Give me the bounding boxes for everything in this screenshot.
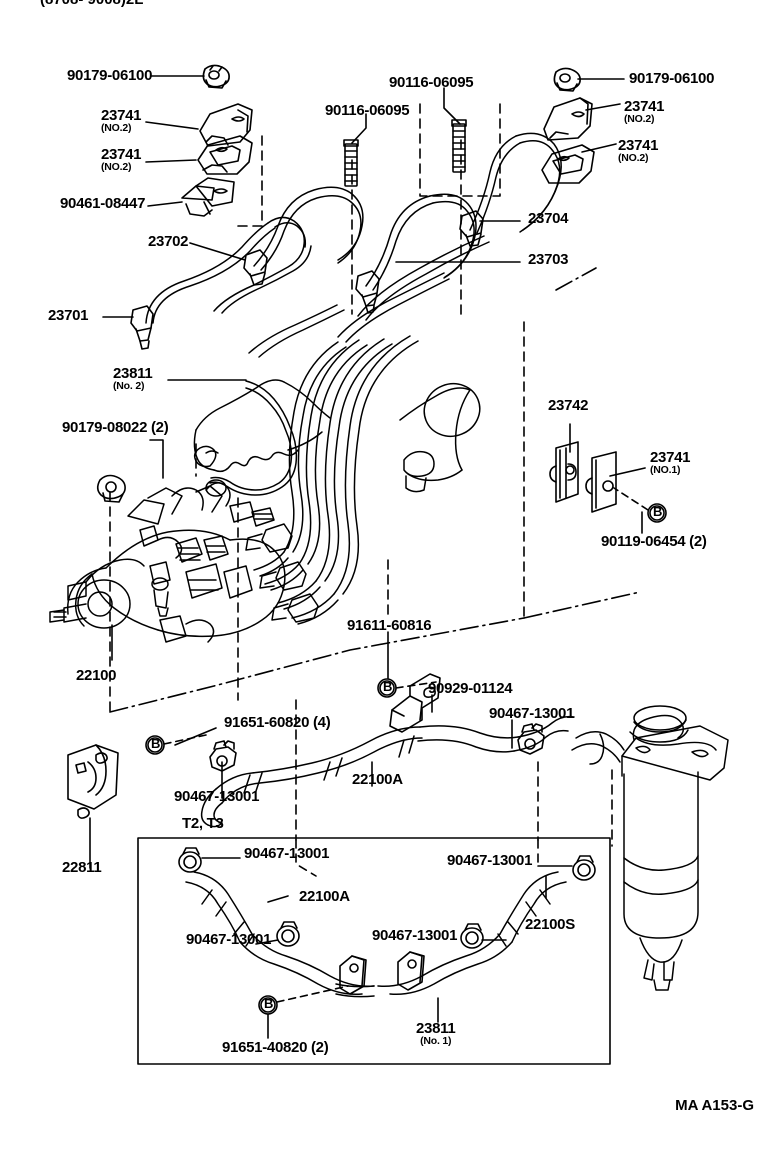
diagram-title-code: (8708- 9008)2L <box>40 0 143 8</box>
part-clamp-23741-a-right <box>543 97 593 141</box>
leader-lines-pipes <box>102 220 521 318</box>
label-91651-60820: 91651-60820 (4) <box>224 714 331 731</box>
callout-letter-b-1: B <box>653 504 663 519</box>
clip-90467-main-right <box>517 723 545 755</box>
part-clamp-23741-no1 <box>585 451 617 513</box>
label-23811-no1: 23811 (No. 1) <box>416 1020 456 1048</box>
label-90467-13001-main-right: 90467-13001 <box>489 705 575 722</box>
leader-lines-bolt-90116 <box>351 87 461 144</box>
inset-hose-22100a <box>185 871 375 996</box>
leader-lines-misc <box>89 379 646 869</box>
leader-lines-top-left <box>145 75 205 207</box>
label-22100: 22100 <box>76 667 117 684</box>
part-bolt-90461-08447 <box>181 177 235 217</box>
label-91611-60816: 91611-60816 <box>347 617 432 634</box>
label-23703: 23703 <box>528 251 569 268</box>
inset-title-t2-t3: T2, T3 <box>182 815 224 832</box>
inset-hose-23811-no1 <box>335 983 375 998</box>
label-22100a-inset: 22100A <box>299 888 350 905</box>
inset-clip-mr <box>460 923 484 949</box>
part-bolt-90116-left <box>343 139 359 187</box>
part-clamp-23741-b-left <box>197 135 253 175</box>
callout-letter-b-3: B <box>151 736 161 751</box>
label-23704: 23704 <box>528 210 569 227</box>
part-nut-90179-08022 <box>96 474 126 503</box>
hose-23811-no2 <box>193 380 298 496</box>
label-90179-06100-right: 90179-06100 <box>629 70 715 87</box>
callout-marker-b-1 <box>647 503 667 523</box>
part-clamp-23741-a-left <box>199 103 253 147</box>
label-90116-06095-right: 90116-06095 <box>389 74 474 91</box>
label-90467-13001-main-left: 90467-13001 <box>174 788 260 805</box>
label-23702: 23702 <box>148 233 189 250</box>
callout-dashed-leaders <box>163 487 649 1003</box>
label-90467-13001-inset-ml: 90467-13001 <box>186 931 272 948</box>
label-23741-no1: 23741 (NO.1) <box>650 449 691 477</box>
fitting-23702 <box>243 249 268 286</box>
label-90179-06100-left: 90179-06100 <box>67 67 153 84</box>
fitting-23703 <box>355 270 380 314</box>
label-22811: 22811 <box>62 859 102 876</box>
part-nut-90179-right <box>553 67 581 92</box>
label-90119-06454: 90119-06454 (2) <box>601 533 707 550</box>
label-23741-no2-right-b: 23741 (NO.2) <box>618 137 659 165</box>
label-90467-13001-inset-mr: 90467-13001 <box>372 927 458 944</box>
injection-pipe-23701 <box>145 216 312 324</box>
fitting-23701 <box>130 305 154 350</box>
inset-box-frame <box>137 837 611 1065</box>
injection-pipe-23703 <box>337 193 477 343</box>
injection-pipe-23704 <box>357 132 562 321</box>
clip-90467-main-left <box>209 740 237 772</box>
part-bolt-90116-right <box>451 119 467 173</box>
label-90467-13001-inset-tl: 90467-13001 <box>244 845 330 862</box>
part-clamp-23742 <box>549 441 579 503</box>
callout-marker-b-3 <box>145 735 165 755</box>
label-23811-no2: 23811 (No. 2) <box>113 365 153 393</box>
figure-number: MA A153-G <box>675 1097 754 1114</box>
callout-letter-b-2: B <box>383 679 393 694</box>
label-23742: 23742 <box>548 397 589 414</box>
label-22100s-inset: 22100S <box>525 916 575 933</box>
label-90461-08447: 90461-08447 <box>60 195 146 212</box>
inset-entry-dashed <box>295 839 539 877</box>
injection-pipe-23702 <box>248 186 364 358</box>
label-90929-01124: 90929-01124 <box>428 680 513 697</box>
inset-clip-tr <box>572 855 596 881</box>
label-91651-40820: 91651-40820 (2) <box>222 1039 329 1056</box>
callout-letter-b-4: B <box>264 996 274 1011</box>
part-nut-90179-left <box>202 64 230 89</box>
label-22100a-main: 22100A <box>352 771 403 788</box>
part-bracket-22811 <box>67 744 119 819</box>
label-90116-06095-left: 90116-06095 <box>325 102 410 119</box>
label-23701: 23701 <box>48 307 89 324</box>
part-fuel-filter <box>571 705 729 991</box>
inset-clip-ml <box>276 921 300 947</box>
label-90179-08022: 90179-08022 (2) <box>62 419 169 436</box>
hose-22100a-main <box>200 715 575 828</box>
inset-brackets <box>339 951 425 995</box>
label-23741-no2-left-b: 23741 (NO.2) <box>101 146 142 174</box>
callout-marker-group <box>145 503 667 1015</box>
label-23741-no2-left-a: 23741 (NO.2) <box>101 107 142 135</box>
part-injection-pump-22100 <box>49 479 319 643</box>
dash-dot-reference-lines <box>109 267 641 713</box>
inset-leader-lines <box>201 857 573 1039</box>
engine-block-outline <box>193 379 481 493</box>
pipe-bundle-to-pump <box>253 335 419 625</box>
label-23741-no2-right-a: 23741 (NO.2) <box>624 98 665 126</box>
inset-clip-tl <box>178 847 202 873</box>
fitting-23704 <box>459 210 484 247</box>
label-90467-13001-inset-tr: 90467-13001 <box>447 852 533 869</box>
